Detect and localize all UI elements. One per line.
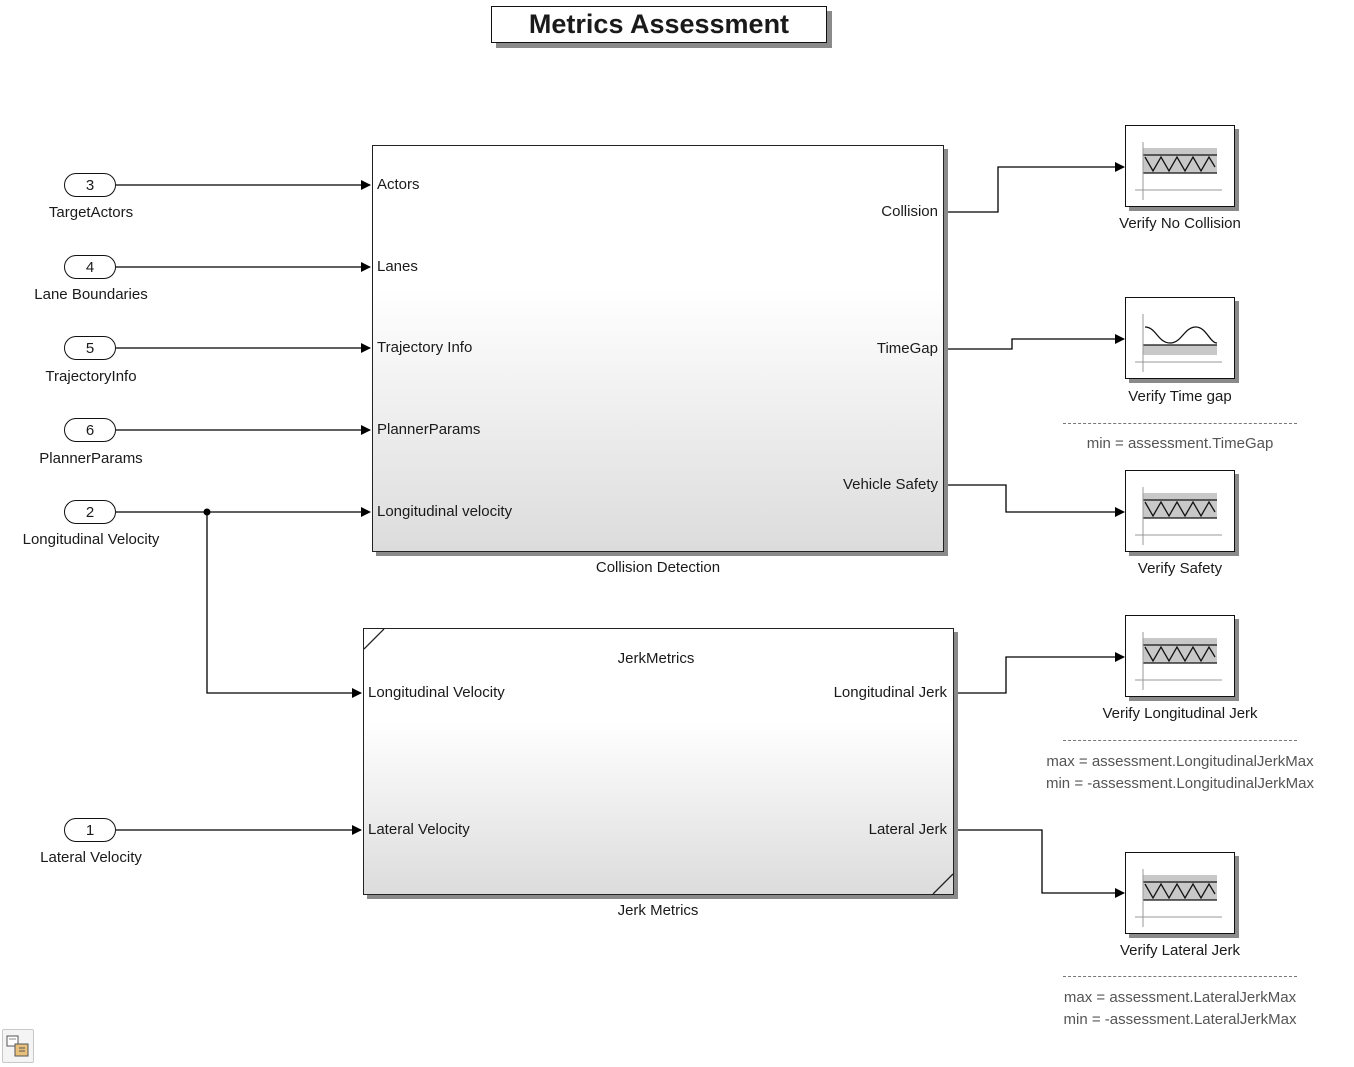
inport-label: TargetActors <box>48 204 134 221</box>
model-title: Metrics Assessment <box>491 6 827 43</box>
inport-label: PlannerParams <box>39 450 143 467</box>
param-divider <box>1063 423 1297 424</box>
param-max: max = assessment.LongitudinalJerkMax <box>1046 753 1314 770</box>
line-collision <box>945 162 1125 213</box>
jerk-metrics-inner-title: JerkMetrics <box>617 650 695 667</box>
branch-point <box>203 508 211 516</box>
inport-lane-boundaries[interactable]: 4 <box>64 255 116 279</box>
bounds-check-icon <box>1135 632 1222 690</box>
port-label-trajectory-info: Trajectory Info <box>377 339 473 356</box>
line-vehicle-safety <box>945 484 1125 517</box>
jerk-metrics-block[interactable] <box>363 628 954 895</box>
port-label-longitudinal-velocity: Longitudinal velocity <box>377 503 513 520</box>
bounds-check-icon <box>1135 487 1222 545</box>
inport-label: Longitudinal Velocity <box>22 531 160 548</box>
block-name-verify-no-collision: Verify No Collision <box>1119 215 1241 232</box>
port-label-longitudinal-jerk: Longitudinal Jerk <box>833 684 947 701</box>
port-label-timegap: TimeGap <box>876 340 938 357</box>
param-max: max = assessment.LateralJerkMax <box>1063 989 1297 1006</box>
port-label-lateral-velocity: Lateral Velocity <box>368 821 470 838</box>
inport-label: Lane Boundaries <box>34 286 148 303</box>
inport-label: Lateral Velocity <box>40 849 142 866</box>
param-min: min = assessment.TimeGap <box>1086 435 1274 452</box>
port-label-longitudinal-velocity: Longitudinal Velocity <box>368 684 505 701</box>
port-label-actors: Actors <box>377 176 420 193</box>
verify-lateral-jerk-block[interactable] <box>1125 852 1235 934</box>
block-name-verify-lateral-jerk: Verify Lateral Jerk <box>1119 942 1241 959</box>
block-name-jerk-metrics: Jerk Metrics <box>617 902 699 919</box>
block-name-verify-time-gap: Verify Time gap <box>1128 388 1232 405</box>
param-min: min = -assessment.LateralJerkMax <box>1063 1011 1297 1028</box>
inport-label: TrajectoryInfo <box>45 368 137 385</box>
block-name-verify-safety: Verify Safety <box>1137 560 1223 577</box>
bounds-check-icon <box>1135 869 1222 927</box>
model-status-button[interactable] <box>2 1029 34 1063</box>
collision-detection-block[interactable] <box>372 145 944 552</box>
model-reference-corner-icon <box>364 629 954 895</box>
inport-target-actors[interactable]: 3 <box>64 173 116 197</box>
line-long-jerk <box>955 652 1125 694</box>
line-long-velocity-branch <box>206 512 362 698</box>
verify-safety-block[interactable] <box>1125 470 1235 552</box>
block-name-verify-longitudinal-jerk: Verify Longitudinal Jerk <box>1102 705 1258 722</box>
verify-no-collision-block[interactable] <box>1125 125 1235 207</box>
inport-longitudinal-velocity[interactable]: 2 <box>64 500 116 524</box>
port-label-lanes: Lanes <box>377 258 418 275</box>
port-label-vehicle-safety: Vehicle Safety <box>842 476 938 493</box>
param-min: min = -assessment.LongitudinalJerkMax <box>1045 775 1315 792</box>
inport-trajectory-info[interactable]: 5 <box>64 336 116 360</box>
inport-lateral-velocity[interactable]: 1 <box>64 818 116 842</box>
verify-longitudinal-jerk-block[interactable] <box>1125 615 1235 697</box>
block-name-collision-detection: Collision Detection <box>595 559 721 576</box>
bounds-check-icon <box>1135 142 1222 200</box>
line-timegap <box>945 334 1125 350</box>
port-label-lateral-jerk: Lateral Jerk <box>868 821 947 838</box>
inport-planner-params[interactable]: 6 <box>64 418 116 442</box>
port-label-planner-params: PlannerParams <box>377 421 481 438</box>
port-label-collision: Collision <box>881 203 938 220</box>
min-bound-check-icon <box>1135 314 1222 372</box>
param-divider <box>1063 740 1297 741</box>
param-divider <box>1063 976 1297 977</box>
verify-time-gap-block[interactable] <box>1125 297 1235 379</box>
model-status-icon <box>6 1035 29 1057</box>
line-lateral-jerk <box>955 829 1125 898</box>
